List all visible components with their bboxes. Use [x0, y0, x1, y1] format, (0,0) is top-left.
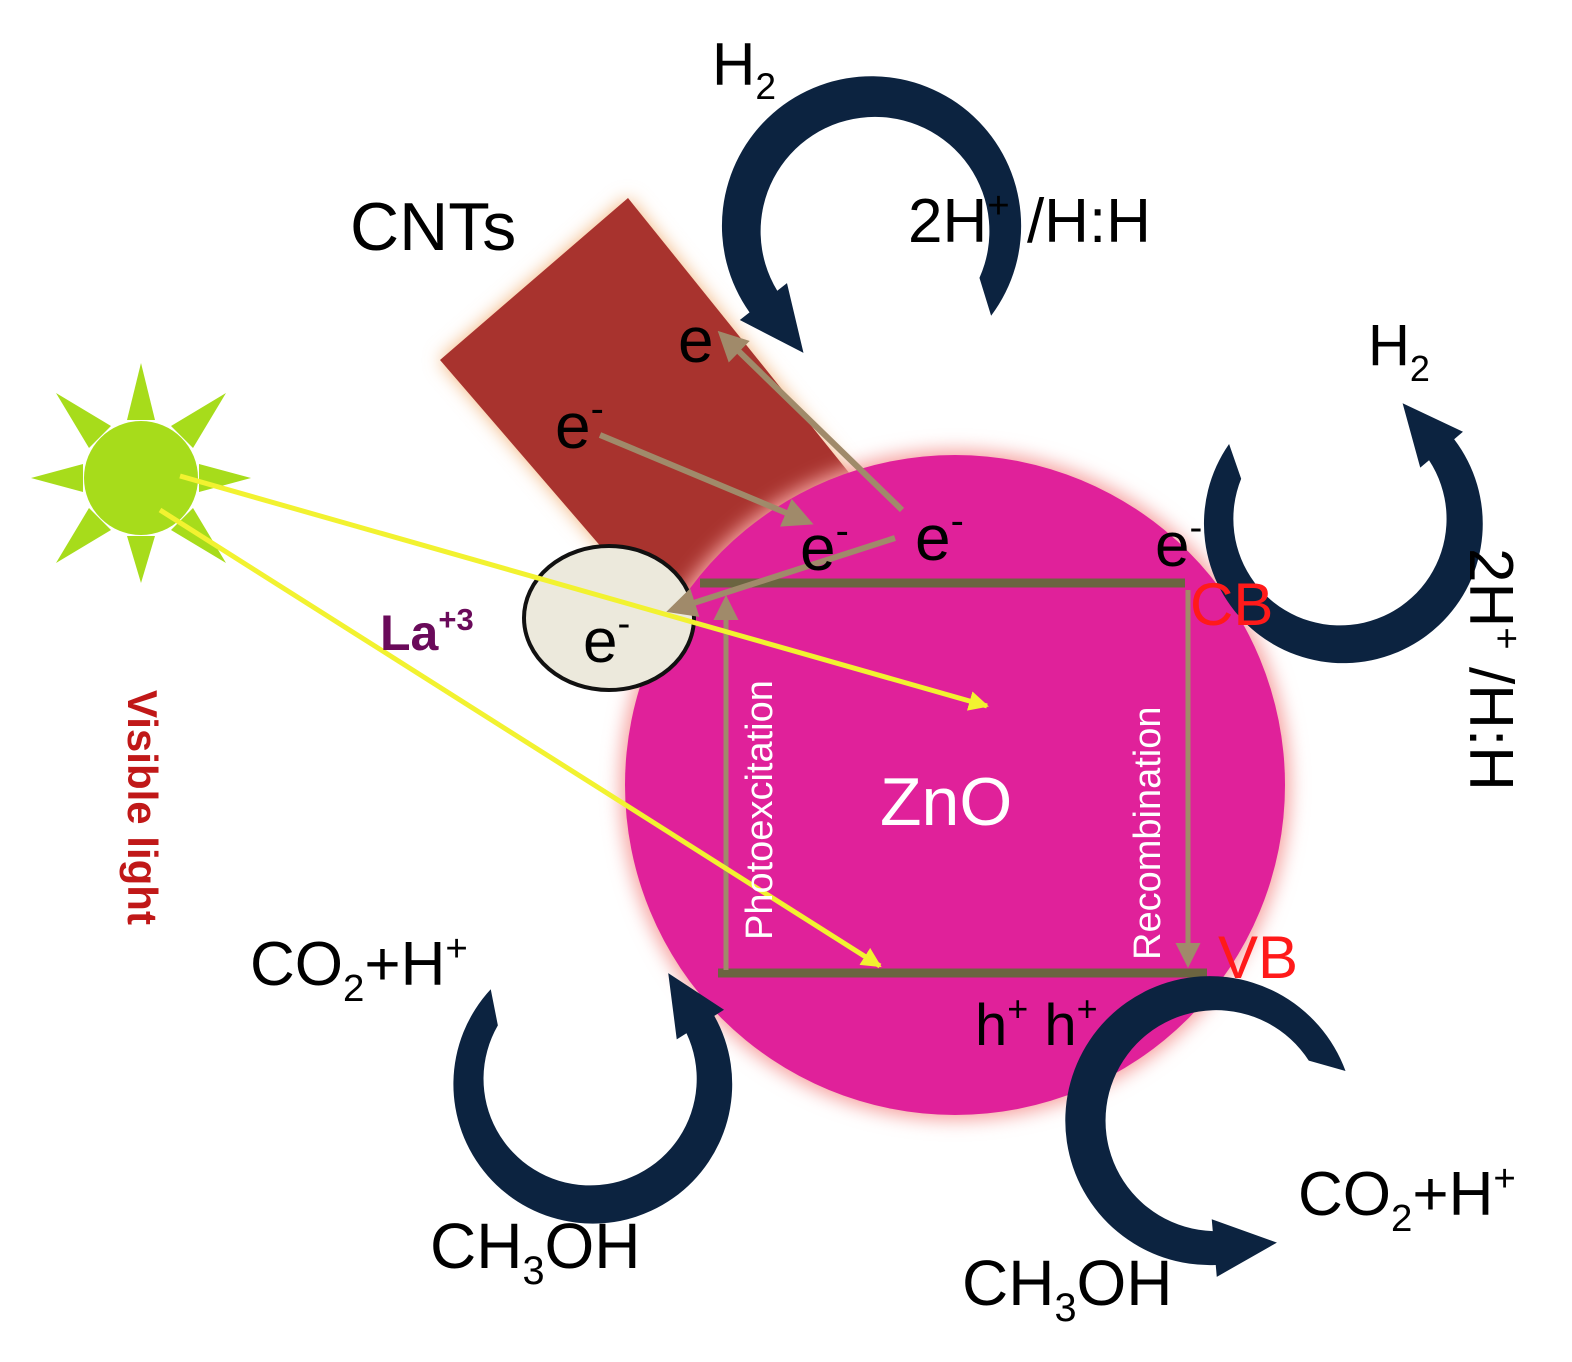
sun-icon — [31, 363, 251, 583]
h2-right-label: H2 — [1368, 313, 1430, 389]
methanol-right-label: CH3OH — [962, 1247, 1173, 1330]
electron-arrow-to-la — [666, 535, 896, 617]
zno-label: ZnO — [880, 764, 1012, 840]
co2-right-label: CO2+H+ — [1298, 1157, 1516, 1240]
la-label: La+3 — [380, 602, 474, 661]
proton-right-label: 2H+ /H:H — [1456, 548, 1528, 791]
co2-left-label: CO2+H+ — [250, 927, 468, 1010]
vb-label: VB — [1218, 924, 1298, 991]
band-structure — [700, 578, 1207, 978]
la-dopant-site — [522, 544, 696, 692]
electron-label-cnt-mid: e- — [555, 387, 604, 462]
zno-sphere — [625, 455, 1285, 1115]
electron-label-cb-2: e- — [915, 499, 964, 574]
zno-particle — [620, 450, 1290, 1120]
visible-light-label: Visible light — [119, 690, 166, 925]
recombination-label: Recombination — [1127, 707, 1169, 960]
light-ray-lower — [158, 507, 882, 969]
holes-label: h+ h+ — [975, 988, 1098, 1058]
electron-label-la: e- — [583, 602, 630, 676]
labels: CNTs H2 2H+ /H:H H2 2H+ /H:H e e- e- e- … — [119, 31, 1528, 1330]
electron-arrow-to-cnt — [717, 330, 905, 513]
electron-arrow-to-cb — [598, 432, 814, 527]
cb-label: CB — [1190, 571, 1273, 638]
light-ray-upper — [179, 473, 989, 711]
h2-top-label: H2 — [712, 31, 776, 107]
electron-label-cb-1: e- — [800, 509, 849, 584]
proton-top-label: 2H+ /H:H — [908, 184, 1151, 256]
electron-label-cnt-top: e — [678, 304, 714, 376]
methanol-left-label: CH3OH — [430, 1210, 641, 1293]
electron-label-cb-3: e- — [1155, 506, 1202, 580]
cnts-label: CNTs — [350, 189, 516, 265]
electron-transfer-arrows — [598, 330, 905, 617]
light-rays — [158, 473, 989, 969]
photoexcitation-label: Photoexcitation — [739, 680, 781, 940]
